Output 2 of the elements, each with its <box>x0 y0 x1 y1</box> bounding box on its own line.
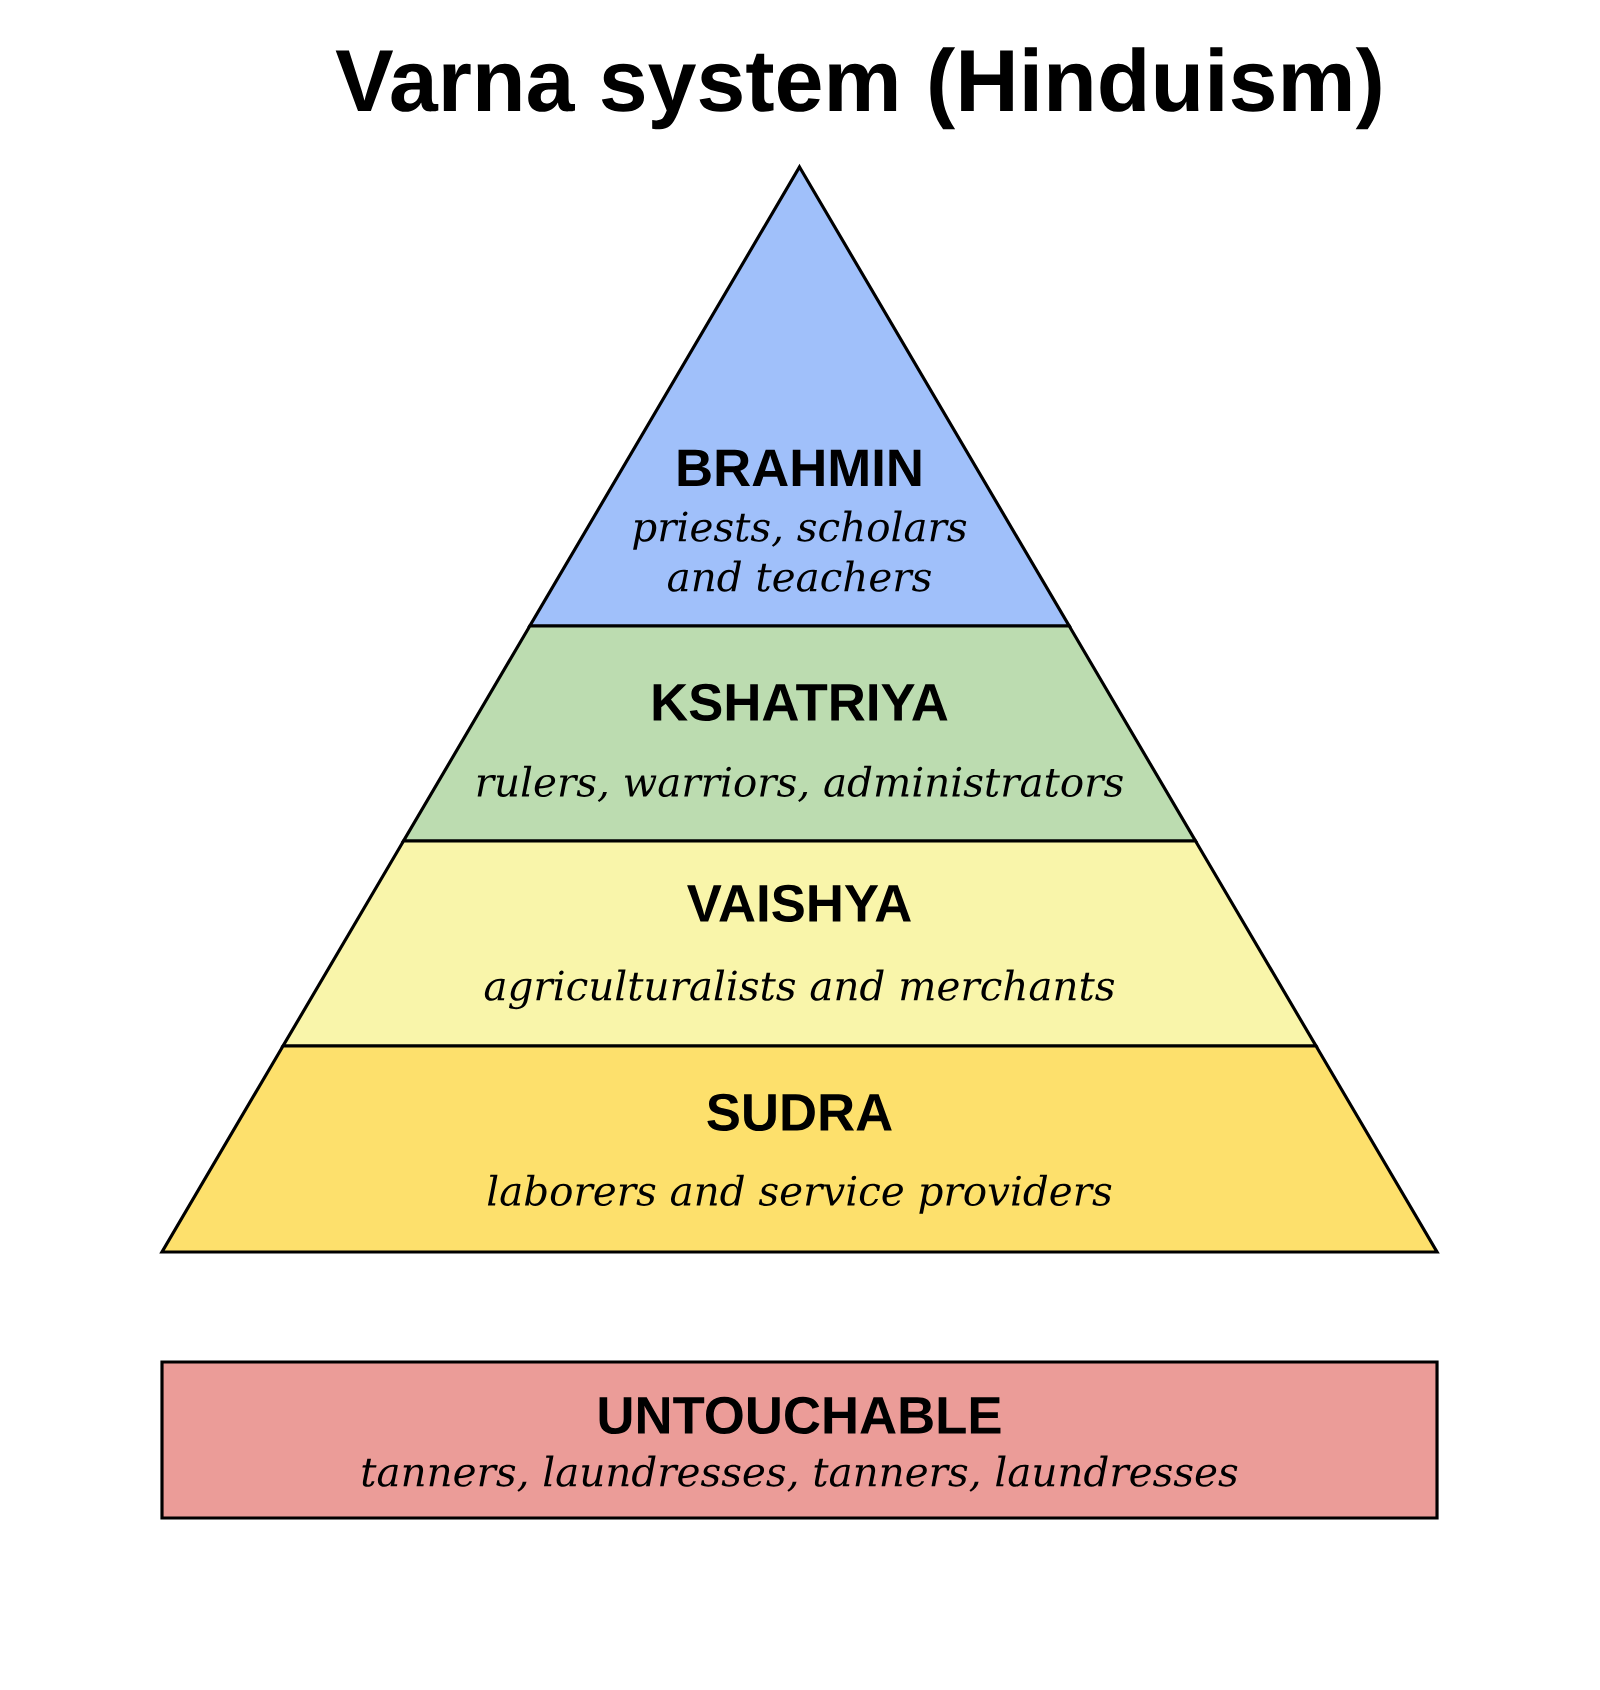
band-box: UNTOUCHABLE tanners, laundresses, tanners, laundresses <box>160 1360 1439 1520</box>
title: Varna system (Hinduism) <box>335 47 1381 130</box>
